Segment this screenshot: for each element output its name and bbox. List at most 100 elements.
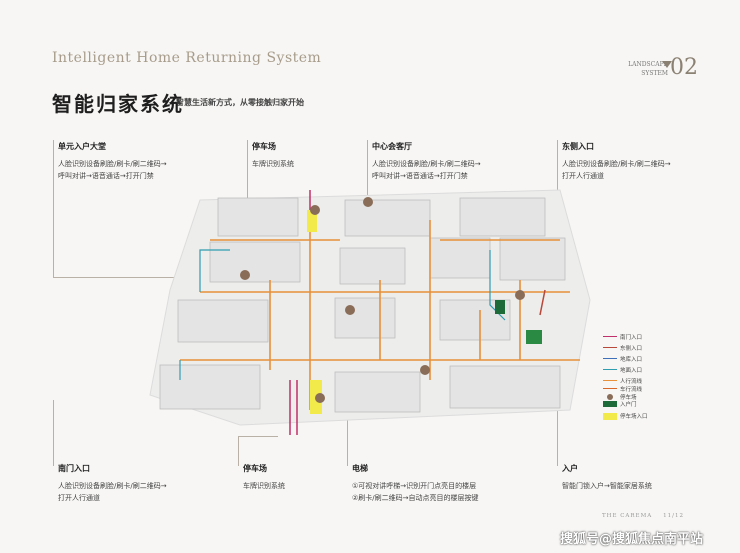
callout-title: 中心会客厅 [372, 142, 412, 151]
building [339, 247, 406, 285]
building [499, 237, 566, 281]
badge-number: 02 [670, 55, 698, 80]
ground-entry-routes [179, 249, 506, 380]
callout-title: 电梯 [352, 464, 368, 473]
callout-east-entrance: 东侧入口 人脸识别设备刷脸/刷卡/刷二维码→ 打开人行通道 [562, 141, 671, 182]
callout-line: 车牌识别系统 [243, 482, 285, 490]
callout-line: ①可视对讲呼梯→识别开门点亮目的楼层 [352, 482, 477, 490]
legend-swatch [607, 393, 613, 400]
callout-line: 车牌识别系统 [252, 160, 294, 168]
marker [240, 270, 250, 280]
leader-line [238, 436, 278, 437]
legend-item: 人行流线 [603, 376, 642, 385]
legend-item: 南门入口 [603, 332, 642, 341]
legend-label: 地面入口 [620, 367, 643, 374]
home-entry-door [526, 330, 542, 344]
callout-line: 人脸识别设备刷脸/刷卡/刷二维码→ [372, 160, 481, 168]
marker [310, 205, 320, 215]
page-subtitle: 智慧生活新方式，从零接触归家开始 [176, 98, 304, 107]
route [199, 249, 230, 292]
leader-line [53, 140, 54, 278]
building [459, 197, 546, 237]
legend-label: 南门入口 [620, 334, 643, 341]
badge-triangle-icon [662, 61, 672, 68]
site-plan [149, 189, 591, 435]
callout-line: 呼叫对讲→语音通话→打开门禁 [58, 172, 154, 180]
callout-unit-lobby: 单元入户大堂 人脸识别设备刷脸/刷卡/刷二维码→ 呼叫对讲→语音通话→打开门禁 [58, 141, 167, 182]
marker [420, 365, 430, 375]
callout-line: ②刷卡/刷二维码→自动点亮目的楼层按键 [352, 494, 479, 502]
page-title: 智能归家系统 [52, 92, 184, 116]
legend-item: 停车场 [603, 392, 637, 401]
section-badge: LANDSCAPE SYSTEM 02 [612, 55, 702, 85]
legend-swatch [603, 380, 617, 381]
callout-home-entry: 入户 智能门锁入户→智能家居系统 [562, 463, 652, 492]
callout-title: 停车场 [243, 464, 267, 473]
building [177, 299, 269, 343]
legend-label: 停车场入口 [620, 414, 648, 420]
callout-central-lounge: 中心会客厅 人脸识别设备刷脸/刷卡/刷二维码→ 呼叫对讲→语音通话→打开门禁 [372, 141, 481, 182]
callout-title: 单元入户大堂 [58, 142, 106, 151]
footer: THE CAREMA 11/12 [602, 513, 684, 519]
callout-title: 南门入口 [58, 464, 90, 473]
callout-south-gate: 南门入口 人脸识别设备刷脸/刷卡/刷二维码→ 打开人行通道 [58, 463, 167, 504]
south-gate-route [289, 380, 298, 435]
building [344, 199, 431, 237]
footer-brand: THE CAREMA [602, 513, 653, 519]
english-title: Intelligent Home Returning System [52, 50, 322, 66]
badge-line2: SYSTEM [641, 70, 668, 77]
route [269, 280, 381, 370]
marker [345, 305, 355, 315]
building [334, 297, 396, 339]
callout-line: 人脸识别设备刷脸/刷卡/刷二维码→ [58, 482, 167, 490]
leader-line [367, 140, 368, 200]
home-entry-door [495, 300, 505, 314]
legend-item: 东侧入口 [603, 343, 642, 352]
leader-line [53, 400, 54, 466]
legend-item: 入户门 [603, 398, 637, 410]
legend-label: 东侧入口 [620, 345, 643, 352]
page-number: 11/12 [663, 513, 685, 519]
callout-line: 打开人行通道 [58, 494, 100, 502]
callout-line: 智能门锁入户→智能家居系统 [562, 482, 652, 490]
callout-line: 打开人行通道 [562, 172, 604, 180]
legend-swatch [603, 347, 617, 348]
building [159, 364, 261, 410]
legend-label: 地库入口 [620, 356, 643, 363]
legend-label: 入户门 [620, 402, 637, 408]
building [217, 197, 299, 237]
legend-item: 车行流线 [603, 384, 642, 393]
callout-line: 呼叫对讲→语音通话→打开门禁 [372, 172, 468, 180]
legend-item: 地库入口 [603, 354, 642, 363]
leader-line [557, 410, 558, 466]
leader-line [53, 277, 177, 278]
legend-label: 停车场 [620, 394, 637, 401]
callout-title: 东侧入口 [562, 142, 594, 151]
callout-parking-north: 停车场 车牌识别系统 [252, 141, 294, 170]
route [489, 250, 506, 321]
marker [515, 290, 525, 300]
leader-line [238, 436, 239, 466]
pedestrian-routes [180, 220, 580, 410]
legend-swatch [603, 412, 617, 420]
east-entrance-route [539, 289, 546, 316]
marker [315, 393, 325, 403]
callout-line: 人脸识别设备刷脸/刷卡/刷二维码→ [562, 160, 671, 168]
parking-entrance [307, 210, 317, 232]
watermark: 搜狐号@搜狐焦点南平站 [560, 532, 704, 547]
callout-line: 人脸识别设备刷脸/刷卡/刷二维码→ [58, 160, 167, 168]
leader-line [347, 410, 348, 466]
leader-line [247, 140, 248, 200]
legend-swatch [603, 358, 617, 359]
marker [363, 197, 373, 207]
callout-title: 入户 [562, 464, 578, 473]
building [449, 365, 561, 409]
legend-swatch [603, 388, 617, 389]
callout-parking-south: 停车场 车牌识别系统 [243, 463, 285, 492]
legend-swatch [603, 401, 617, 407]
markers [240, 197, 525, 403]
legend-item: 停车场入口 [603, 410, 648, 422]
badge-line1: LANDSCAPE [628, 61, 668, 68]
callout-title: 停车场 [252, 142, 276, 151]
legend-swatch [603, 369, 617, 370]
